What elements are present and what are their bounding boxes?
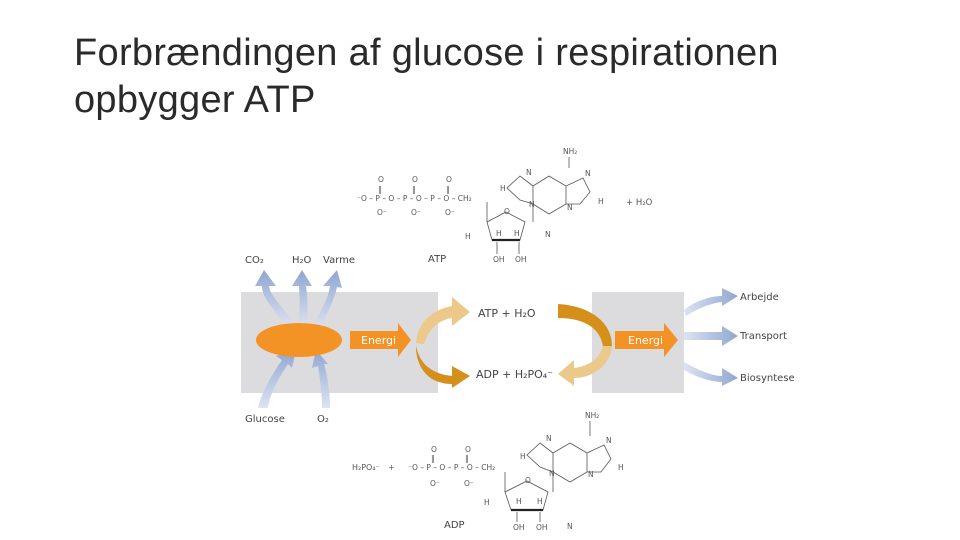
atp-o-bottom-3: O⁻ [445, 208, 455, 217]
atp-h-c8: H [500, 184, 506, 193]
atp-n-b: N [585, 169, 591, 178]
atp-label: ATP [428, 254, 446, 265]
input-arrows [258, 350, 330, 408]
co2-label: CO₂ [245, 255, 264, 266]
work-arrow [684, 288, 738, 316]
atp-plus-water: + H₂O [626, 198, 653, 208]
energy-arrow-left [350, 323, 411, 357]
adp-o-top-1: O [431, 445, 437, 454]
adp-dbl-1: ‖ [431, 454, 435, 463]
cycle-arrow-right-light [558, 346, 612, 386]
adp-ribose-ring [504, 480, 549, 511]
cycle-arrow-right-dark [558, 304, 612, 346]
energy-label-left: Energi [361, 334, 396, 347]
atp-oh-1: OH [493, 255, 505, 264]
atp-n-d: N [529, 200, 535, 209]
atp-o-bottom-1: O⁻ [377, 208, 387, 217]
adp-n-b: N [606, 436, 612, 445]
atp-h-c2: H [598, 197, 604, 206]
atp-o-top-1: O [378, 175, 384, 184]
atp-o-top-2: O [412, 175, 418, 184]
atp-o-top-3: O [446, 175, 452, 184]
adp-n-ribose: N [567, 522, 573, 531]
adp-phosphate-left: H₂PO₄⁻ [352, 463, 380, 472]
cycle-top-label: ATP + H₂O [478, 307, 536, 320]
atp-h-1: H [465, 232, 471, 241]
co2-arrow [255, 270, 294, 328]
slide-title-line-1: Forbrændingen af glucose i respirationen [74, 32, 779, 74]
adp-h-c2: H [618, 463, 624, 472]
atp-dbl-1: ‖ [378, 185, 382, 194]
adp-h-3: H [537, 497, 543, 506]
adp-oh-1: OH [513, 523, 525, 532]
atp-oh-2: OH [515, 255, 527, 264]
oxygen-label: O₂ [317, 414, 329, 425]
adp-nh2: NH₂ [585, 411, 599, 420]
adp-phosphate-chain: ⁻O – P – O – P – O – CH₂ [408, 463, 495, 472]
adp-ring-o: O [525, 476, 531, 485]
slide-title-line-2: opbygger ATP [74, 79, 316, 121]
oxygen-arrow [312, 350, 330, 408]
atp-h-2: H [496, 229, 502, 238]
output-arrows [255, 270, 342, 330]
atp-ribose-ring [486, 211, 526, 241]
adp-n-c: N [588, 470, 594, 479]
adp-o-bottom-1: O⁻ [430, 479, 440, 488]
adp-adenine-rings [526, 442, 612, 483]
use-work-label: Arbejde [740, 292, 779, 303]
transport-arrow [684, 326, 738, 346]
adp-h-c8: H [520, 452, 526, 461]
adp-dbl-2: ‖ [465, 454, 469, 463]
atp-nh2: NH₂ [563, 147, 577, 156]
heat-arrow [312, 270, 342, 330]
atp-h-3: H [514, 229, 520, 238]
adp-h-2: H [516, 497, 522, 506]
adp-o-top-2: O [465, 445, 471, 454]
glucose-arrow [258, 350, 296, 408]
adp-n-d: N [549, 469, 555, 478]
adp-label: ADP [444, 520, 465, 531]
glucose-label: Glucose [245, 414, 285, 425]
atp-molecule: ⁻O – P – O – P – O – P – O – CH₂ O O O ‖… [357, 147, 653, 265]
biosynthesis-arrow [684, 362, 738, 386]
energy-label-right: Energi [628, 334, 663, 347]
heat-label: Varme [323, 255, 355, 266]
adp-h-1: H [484, 498, 490, 507]
adp-n-a: N [546, 434, 552, 443]
energy-arrow-right [615, 323, 678, 357]
adp-o-bottom-2: O⁻ [464, 479, 474, 488]
atp-n-ribose: N [545, 230, 551, 239]
adp-molecule: H₂PO₄⁻ + ⁻O – P – O – P – O – CH₂ O O ‖ … [352, 411, 624, 532]
use-transport-label: Transport [739, 331, 787, 342]
water-label: H₂O [292, 255, 312, 266]
glucose-oxidation-ellipse [256, 323, 342, 357]
atp-dbl-2: ‖ [412, 185, 416, 194]
adp-oh-2: OH [536, 523, 548, 532]
atp-o-bottom-2: O⁻ [411, 208, 421, 217]
atp-adenine-rings [506, 175, 591, 215]
atp-dbl-3: ‖ [446, 185, 450, 194]
cycle-arrow-light [416, 297, 470, 344]
adp-plus: + [388, 463, 395, 472]
atp-phosphate-chain: ⁻O – P – O – P – O – P – O – CH₂ [357, 194, 472, 203]
slide-title: Forbrændingen af glucose i respirationen… [74, 30, 894, 124]
cycle-bottom-label: ADP + H₂PO₄⁻ [476, 368, 553, 381]
use-biosynthesis-label: Biosyntese [740, 373, 795, 384]
atp-n-a: N [526, 168, 532, 177]
atp-ring-o: O [504, 207, 510, 216]
water-arrow [292, 270, 312, 328]
cycle-arrow-dark [416, 346, 470, 388]
atp-n-c: N [567, 203, 573, 212]
